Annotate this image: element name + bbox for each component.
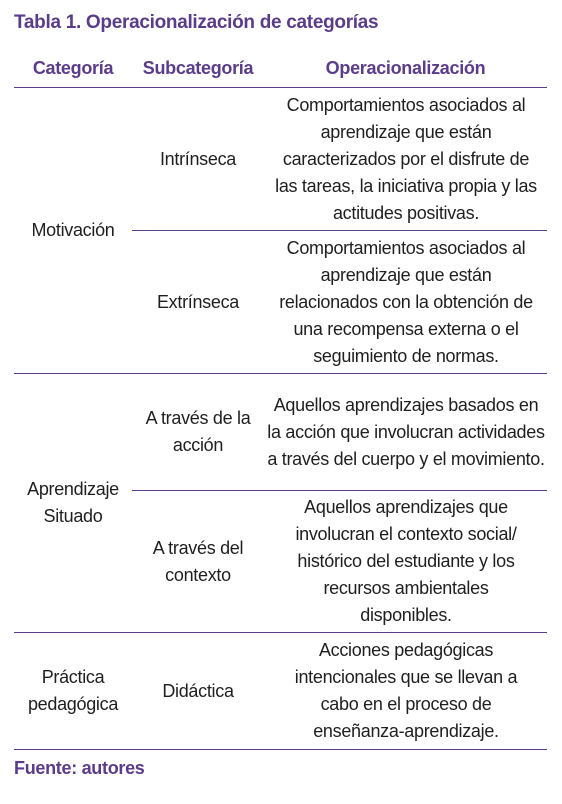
group-divider bbox=[14, 632, 547, 633]
table-bottom-border bbox=[14, 749, 547, 750]
operationalization-didactica: Acciones pedagógicas intencionales que s… bbox=[294, 640, 518, 741]
operationalization-cell: Aquellos aprendizajes basados en la acci… bbox=[265, 374, 547, 490]
subcategory-accion: A través de la acción bbox=[145, 408, 251, 455]
subcategory-contexto: A través del contexto bbox=[152, 537, 244, 585]
category-cell: Práctica pedagógica bbox=[14, 633, 132, 749]
category-cell: Motivación bbox=[14, 88, 132, 373]
operationalization-cell: Aquellos aprendizajes que involucran el … bbox=[278, 491, 534, 632]
subcategory-intrinseca: Intrínseca bbox=[159, 148, 237, 169]
operationalization-cell: Comportamientos asociados al aprendizaje… bbox=[270, 231, 542, 373]
header-operationalization: Operacionalización bbox=[325, 58, 486, 78]
operationalization-accion: Aquellos aprendizajes basados en la acci… bbox=[267, 394, 545, 469]
header-category: Categoría bbox=[32, 58, 114, 78]
subcategory-cell: Didáctica bbox=[132, 633, 264, 749]
operationalization-cell: Acciones pedagógicas intencionales que s… bbox=[278, 633, 534, 749]
category-aprendizaje-situado: Aprendizaje Situado bbox=[27, 479, 119, 526]
subcategory-cell: A través del contexto bbox=[132, 491, 264, 632]
subcategory-didactica: Didáctica bbox=[162, 680, 234, 701]
table-source: Fuente: autores bbox=[14, 758, 145, 778]
operationalization-cell: Comportamientos asociados al aprendizaje… bbox=[270, 88, 542, 230]
operationalization-extrinseca: Comportamientos asociados al aprendizaje… bbox=[279, 237, 533, 366]
category-motivacion: Motivación bbox=[31, 220, 115, 240]
row-divider bbox=[132, 230, 547, 231]
subcategory-extrinseca: Extrínseca bbox=[156, 291, 240, 312]
row-divider bbox=[132, 490, 547, 491]
operationalization-intrinseca: Comportamientos asociados al aprendizaje… bbox=[275, 94, 537, 223]
table-title: Tabla 1. Operacionalización de categoría… bbox=[14, 12, 379, 33]
header-divider bbox=[14, 87, 547, 88]
subcategory-cell: Intrínseca bbox=[132, 88, 264, 230]
subcategory-cell: A través de la acción bbox=[132, 374, 264, 490]
category-practica-pedagogica: Práctica pedagógica bbox=[27, 667, 119, 714]
operationalization-contexto: Aquellos aprendizajes que involucran el … bbox=[295, 497, 517, 625]
subcategory-cell: Extrínseca bbox=[132, 231, 264, 373]
category-cell: Aprendizaje Situado bbox=[14, 374, 132, 632]
group-divider bbox=[14, 373, 547, 374]
header-subcategory: Subcategoría bbox=[142, 58, 254, 78]
